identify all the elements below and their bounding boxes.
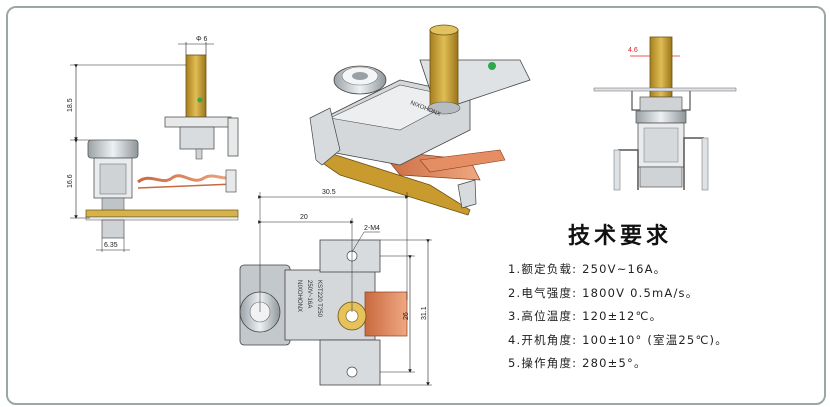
dim-4-6: 4.6 <box>628 47 638 54</box>
spec-item: 1.额定负载: 250V~16A。 <box>508 262 667 276</box>
plan-model-mark: KST220 T250 <box>316 280 322 318</box>
dim-20: 20 <box>300 214 308 221</box>
dim-phi6: Φ 6 <box>196 36 208 43</box>
isometric-view: NIXOHONX <box>309 24 531 216</box>
diagram-frame <box>6 6 826 405</box>
plan-rating-mark: 250V~16A <box>306 280 312 308</box>
dim-31-1: 31.1 <box>421 306 428 320</box>
dim-30-5: 30.5 <box>322 189 336 196</box>
plan-view: NIXOHONX 250V~16A KST220 T250 30.5 20 2-… <box>239 189 432 386</box>
shaft <box>185 54 207 118</box>
dim-18-5: 18.5 <box>67 98 74 112</box>
dim-26: 26 <box>403 312 410 320</box>
front-view: 4.6 <box>593 36 737 191</box>
spec-item: 2.电气强度: 1800V 0.5mA/s。 <box>508 285 699 300</box>
spec-item: 3.高位温度: 120±12℃。 <box>508 309 663 323</box>
side-view: Φ 6 18.5 16.6 6.35 <box>67 36 239 252</box>
plan-brand-mark: NIXOHONX <box>296 280 302 312</box>
spec-title: 技术要求 <box>568 224 673 249</box>
dim-16-6: 16.6 <box>67 174 74 188</box>
spec-item: 5.操作角度: 280±5°。 <box>508 356 647 370</box>
dim-6-35: 6.35 <box>104 242 118 249</box>
spec-item: 4.开机角度: 100±10° (室温25℃)。 <box>508 332 728 347</box>
spec-list: 1.额定负载: 250V~16A。 2.电气强度: 1800V 0.5mA/s。… <box>508 258 728 376</box>
dim-2-m4: 2-M4 <box>364 225 380 232</box>
